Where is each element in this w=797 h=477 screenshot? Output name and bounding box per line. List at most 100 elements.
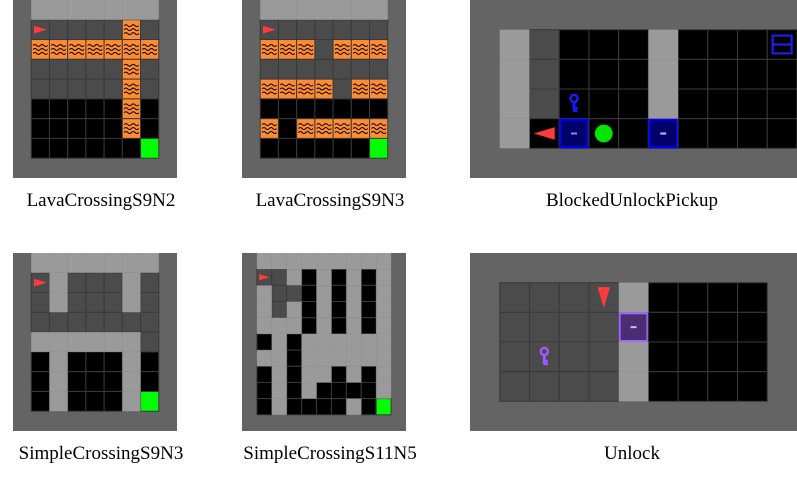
lava-wave: [352, 47, 369, 51]
floor-tile: [588, 341, 620, 373]
floor-tile: [707, 29, 739, 60]
floor-tile: [558, 311, 590, 343]
wall-tile: [351, 0, 370, 20]
wall-tile: [122, 371, 141, 392]
floor-tile: [677, 371, 709, 402]
floor-tile: [259, 58, 279, 80]
wall-tile: [31, 0, 50, 20]
floor-tile: [737, 58, 768, 90]
wall-tile: [286, 269, 302, 286]
wall-tile: [122, 272, 141, 293]
floor-tile: [350, 19, 371, 41]
floor-tile: [103, 351, 123, 373]
agent-arrow-icon: [33, 278, 47, 287]
door-handle: [571, 132, 578, 135]
wall-tile: [346, 317, 362, 334]
wall-tile: [85, 332, 105, 352]
wall-tile: [648, 29, 679, 60]
lava-wave: [261, 47, 277, 51]
floor-tile: [286, 381, 303, 400]
lava-wave: [87, 43, 103, 47]
lava-wave: [352, 131, 369, 135]
wall-tile: [271, 253, 287, 270]
lava-wave: [123, 51, 140, 55]
wall-tile: [499, 29, 530, 60]
floor-tile: [85, 137, 105, 159]
lava-wave: [105, 51, 121, 55]
wall-tile: [376, 382, 392, 399]
agent-arrow-icon: [259, 274, 270, 281]
wall-tile: [256, 350, 272, 367]
wall-tile: [376, 366, 392, 383]
floor-tile: [588, 88, 620, 120]
lava-wave: [334, 43, 350, 47]
lava-wave: [123, 83, 140, 87]
wall-tile: [122, 292, 141, 313]
floor-tile: [48, 311, 69, 333]
floor-tile: [103, 311, 123, 333]
wall-tile: [314, 0, 334, 20]
floor-tile: [85, 78, 105, 100]
floor-tile: [271, 301, 288, 319]
floor-tile: [369, 98, 389, 120]
wall-tile: [286, 301, 302, 318]
floor-tile: [67, 371, 87, 392]
wall-tile: [316, 269, 332, 286]
floor-tile: [330, 284, 347, 303]
lava-wave: [298, 43, 314, 47]
lava-wave: [123, 87, 140, 91]
floor-tile: [85, 311, 105, 333]
floor-tile: [316, 381, 332, 400]
floor-tile: [67, 272, 87, 294]
floor-tile: [140, 118, 160, 139]
lava-wave: [69, 51, 85, 55]
floor-tile: [140, 78, 160, 100]
lava-wave: [142, 47, 158, 51]
floor-tile: [707, 118, 739, 149]
lava-wave: [123, 24, 140, 28]
lava-wave: [123, 107, 140, 111]
floor-tile: [30, 58, 50, 80]
goal-tile: [140, 390, 160, 412]
wall-tile: [346, 350, 362, 367]
floor-tile: [528, 371, 560, 402]
wall-tile: [346, 269, 362, 286]
lava-wave: [123, 91, 140, 95]
floor-tile: [618, 88, 649, 120]
floor-tile: [766, 118, 797, 149]
lava-wave: [371, 43, 387, 47]
floor-tile: [360, 317, 377, 335]
floor-tile: [103, 292, 123, 313]
floor-tile: [67, 19, 87, 41]
wall-tile: [499, 89, 530, 119]
floor-tile: [707, 58, 739, 90]
wall-tile: [301, 350, 317, 367]
floor-tile: [85, 351, 105, 373]
floor-tile: [558, 58, 590, 90]
floor-tile: [647, 311, 679, 343]
wall-tile: [333, 0, 352, 20]
floor-tile: [286, 284, 303, 303]
wall-tile: [271, 382, 287, 399]
wall-tile: [122, 351, 141, 372]
lava-wave: [316, 131, 332, 135]
floor-tile: [259, 137, 279, 159]
lava-wave: [352, 123, 369, 127]
goal-tile: [369, 137, 389, 159]
floor-tile: [360, 365, 377, 383]
floor-tile: [140, 58, 160, 80]
wall-tile: [361, 350, 377, 367]
floor-tile: [677, 58, 709, 90]
floor-tile: [499, 371, 530, 402]
lava-wave: [123, 32, 140, 36]
floor-tile: [360, 284, 377, 303]
wall-tile: [301, 366, 317, 383]
floor-tile: [369, 58, 389, 80]
floor-tile: [67, 292, 87, 313]
floor-tile: [140, 371, 160, 392]
floor-tile: [67, 78, 87, 100]
wall-tile: [278, 0, 297, 20]
wall-tile: [256, 301, 272, 318]
lava-wave: [371, 83, 387, 87]
floor-tile: [48, 98, 69, 120]
